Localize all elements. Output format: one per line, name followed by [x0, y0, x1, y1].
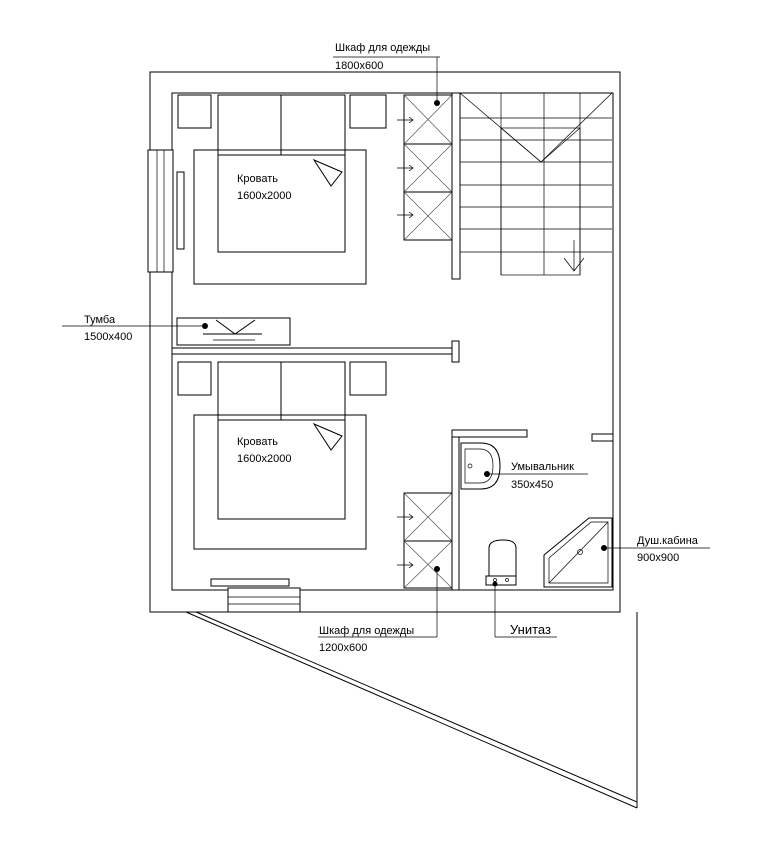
toilet	[485, 539, 517, 586]
bed-bottom-name: Кровать	[237, 436, 278, 448]
wardrobe-bottom	[397, 492, 453, 589]
stair-wall	[451, 92, 461, 280]
leader-lines	[62, 56, 710, 638]
wardrobe-top	[397, 94, 453, 241]
toilet-name: Унитаз	[510, 622, 551, 637]
wardrobe-bottom-size: 1200х600	[319, 642, 367, 654]
sink-size: 350х450	[511, 479, 553, 491]
wardrobe-top-size: 1800х600	[335, 60, 383, 72]
sink-name: Умывальник	[511, 461, 574, 473]
nightstand	[176, 317, 291, 346]
staircase	[459, 92, 613, 276]
bed-top-size: 1600х2000	[237, 190, 291, 202]
bed-top-name: Кровать	[237, 173, 278, 185]
outer-walls	[147, 71, 621, 613]
partition-wall	[171, 340, 460, 363]
nightstand-name: Тумба	[84, 314, 116, 326]
wardrobe-top-name: Шкаф для одежды	[335, 42, 430, 54]
bed-top	[177, 94, 387, 285]
sink	[460, 442, 501, 490]
bed-bottom-size: 1600х2000	[237, 453, 291, 465]
shower-size: 900х900	[637, 552, 679, 564]
wardrobe-bottom-name: Шкаф для одежды	[319, 625, 414, 637]
nightstand-size: 1500х400	[84, 331, 132, 343]
shower-name: Душ.кабина	[637, 535, 699, 547]
shower-cabin	[543, 517, 613, 588]
bed-bottom	[177, 361, 387, 550]
bathroom-walls	[451, 429, 614, 591]
terrace-outline	[185, 611, 638, 809]
